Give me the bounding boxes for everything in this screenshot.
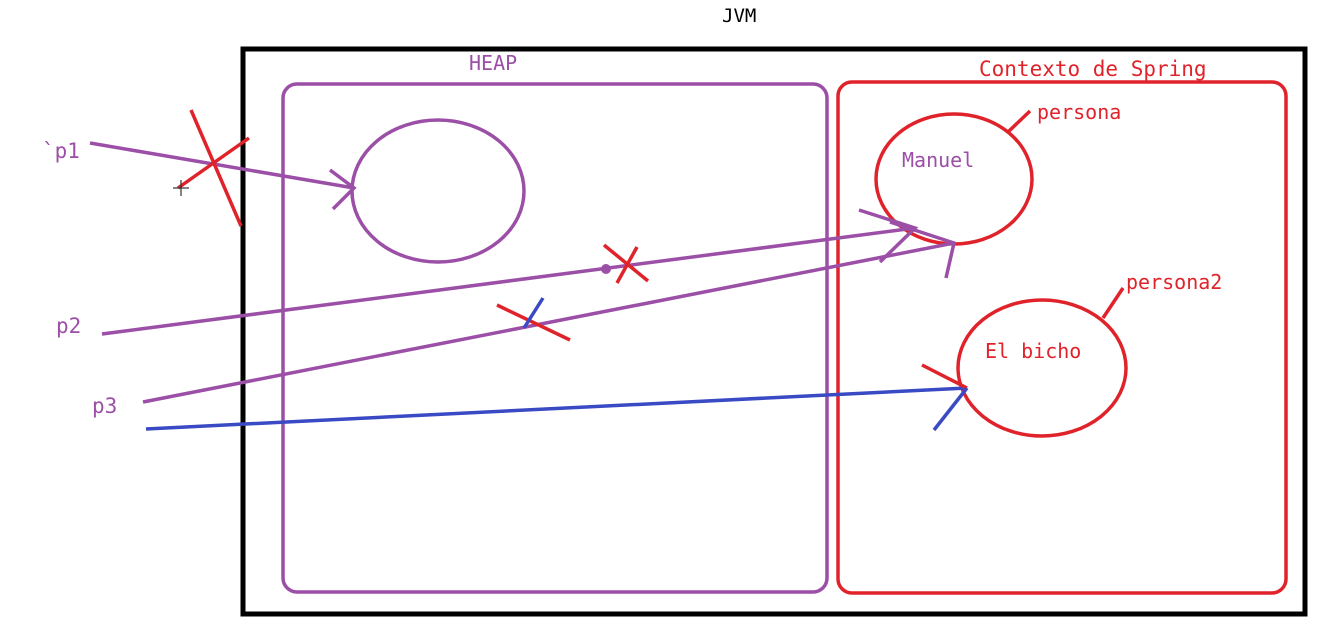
p3-old-reference-arrow (142, 241, 955, 404)
persona-label-connector (1006, 109, 1032, 134)
p1-reference-arrow (89, 141, 355, 190)
p2-cross-out-mark (615, 246, 639, 284)
spring-context-box (836, 80, 1288, 595)
jvm-title: JVM (722, 5, 757, 27)
heap-box (281, 82, 829, 594)
persona2-label-connector (1101, 287, 1125, 319)
spring-context-label: Contexto de Spring (979, 57, 1207, 81)
persona2-label: persona2 (1126, 270, 1223, 294)
p3-reference-arrow (145, 386, 968, 431)
p3-arrowhead-stroke (921, 363, 968, 390)
p1-arrowhead (328, 168, 357, 211)
p1-cross-out-mark (176, 136, 251, 190)
p3-old-arrowhead (889, 220, 957, 279)
p1-reference-label: `p1 (42, 139, 80, 163)
persona-label: persona (1037, 100, 1122, 124)
p3-arrowhead-stroke (932, 386, 969, 432)
p2-reference-point (601, 264, 611, 274)
p2-cross-out-mark (602, 243, 650, 283)
p2-reference-label: p2 (56, 314, 82, 338)
p1-cross-out-mark (189, 109, 243, 227)
persona2-value: El bicho (985, 339, 1082, 363)
persona2-object-circle (956, 298, 1128, 438)
jvm-box (240, 46, 1308, 617)
p3-cross-out-mark (496, 303, 571, 342)
heap-object-circle (350, 118, 526, 264)
p2-reference-arrow (101, 226, 916, 336)
persona-value: Manuel (902, 148, 975, 172)
heap-label: HEAP (469, 51, 518, 75)
p2-arrowhead (858, 208, 919, 264)
p3-cross-out-mark (522, 297, 545, 329)
p3-reference-label: p3 (92, 394, 118, 418)
